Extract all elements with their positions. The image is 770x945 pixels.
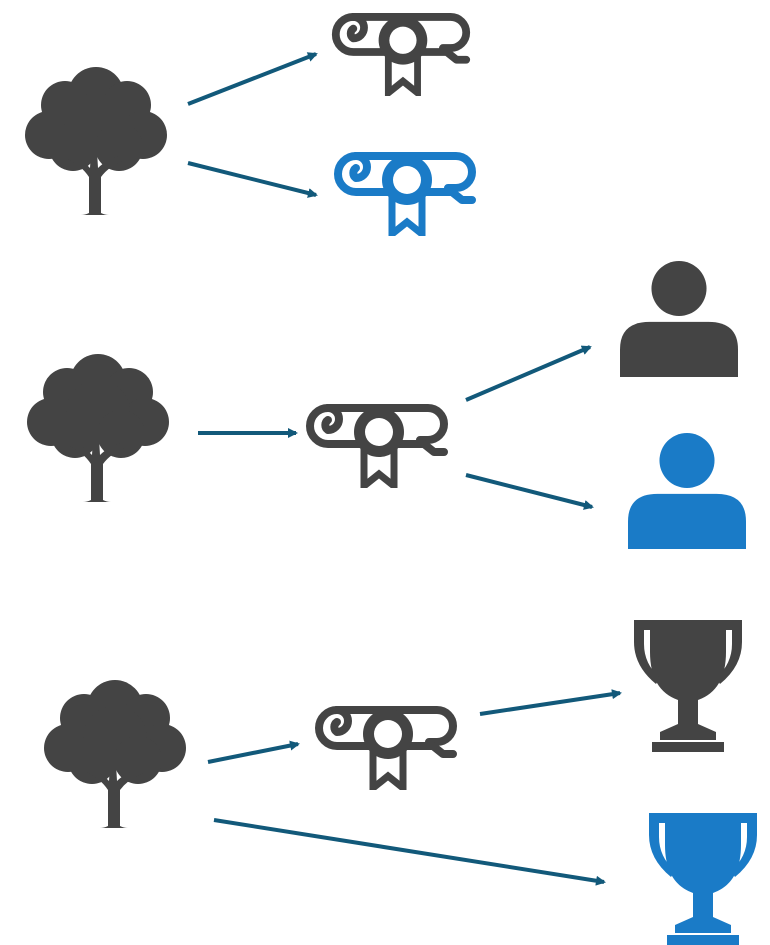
diploma-icon (310, 407, 444, 486)
row-2-group (27, 260, 746, 549)
row-1-group (25, 16, 472, 234)
tree-icon (44, 680, 186, 828)
trophy-icon (634, 620, 742, 752)
person-icon (620, 260, 738, 377)
arrow-diploma-2-to-person-2a (465, 345, 592, 402)
tree-icon (27, 354, 169, 502)
tree-icon (25, 67, 167, 215)
arrow-diploma-2-to-person-2b (465, 473, 594, 510)
diploma-icon (338, 155, 472, 234)
row-3-group (44, 620, 757, 945)
trophy-icon (649, 813, 757, 945)
arrow-tree-1-to-diploma-1a (187, 52, 318, 106)
edges-layer (187, 52, 622, 886)
person-icon (628, 432, 746, 549)
arrow-diploma-3-to-trophy-3a (479, 689, 622, 716)
nodes-layer (25, 16, 757, 945)
arrow-tree-1-to-diploma-1b (187, 161, 318, 198)
diploma-icon (319, 709, 453, 788)
arrow-tree-3-to-diploma-3 (207, 740, 300, 764)
arrow-tree-3-to-trophy-3b (213, 818, 606, 886)
diploma-icon (336, 16, 466, 93)
